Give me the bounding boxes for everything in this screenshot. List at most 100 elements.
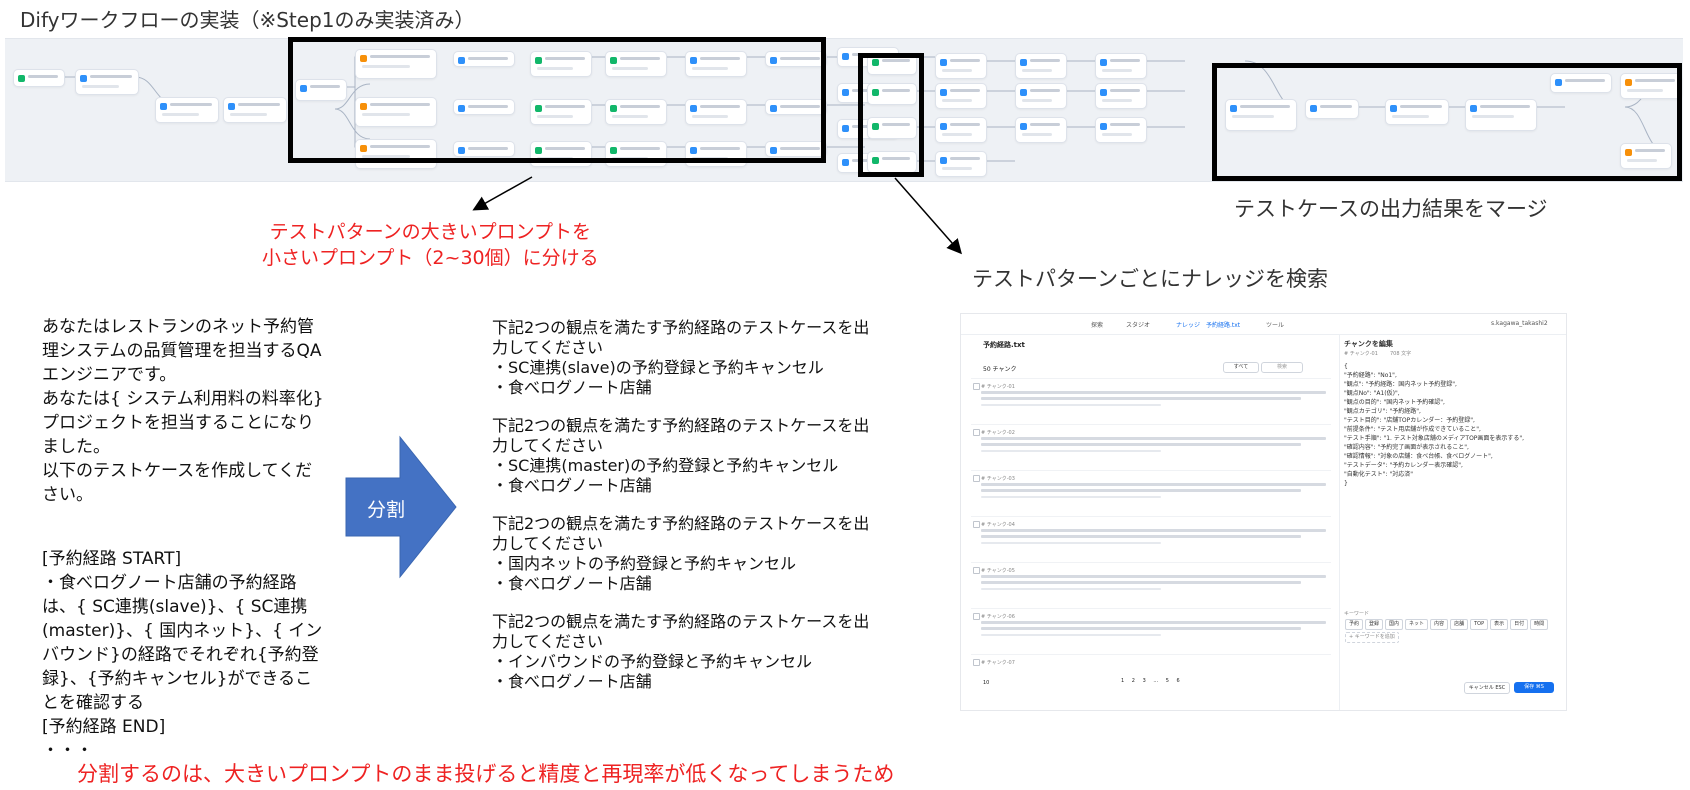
workflow-node	[1620, 73, 1682, 99]
small-prompt-header: 下記2つの観点を満たす予約経路のテストケースを出力してください	[492, 612, 870, 651]
chunk-row[interactable]: # チャンク-01	[971, 378, 1331, 413]
chunk-row[interactable]: # チャンク-07	[971, 654, 1331, 673]
callout-merge: テストケースの出力結果をマージ	[1234, 197, 1548, 221]
small-prompt-item: ・インバウンドの予約登録と予約キャンセル	[492, 652, 813, 671]
doc-title: 予約経路.txt	[983, 341, 1025, 349]
workflow-node	[1095, 83, 1147, 109]
nav-explore[interactable]: 探索	[1091, 322, 1104, 329]
chunk-row[interactable]: # チャンク-03	[971, 470, 1331, 505]
add-keyword-button[interactable]: + キーワードを追加	[1345, 632, 1399, 643]
callout-split-line1: テストパターンの大きいプロンプトを	[269, 221, 592, 243]
knowledge-topbar: 探索 スタジオ ナレッジ 予約経路.txt ツール s.kagawa_takas…	[961, 314, 1566, 335]
workflow-node	[75, 69, 139, 95]
workflow-node	[605, 99, 667, 125]
nav-knowledge[interactable]: ナレッジ	[1176, 322, 1201, 329]
user-name[interactable]: s.kagawa_takashi2	[1491, 320, 1548, 327]
panel-chars: 708 文字	[1390, 351, 1412, 357]
pagination[interactable]: 1 2 3 ... 5 6	[1121, 678, 1180, 684]
save-button[interactable]: 保存 ⌘S	[1514, 682, 1554, 693]
filter-select[interactable]: すべて	[1223, 362, 1259, 373]
chunk-list-panel: 予約経路.txt 50 チャンク すべて 検索 # チャンク-01 # チャンク…	[961, 334, 1336, 710]
workflow-node	[223, 97, 287, 123]
workflow-node	[1225, 99, 1297, 131]
highlight-split-box	[288, 37, 826, 163]
small-prompts: 下記2つの観点を満たす予約経路のテストケースを出力してください ・SC連携(sl…	[492, 318, 872, 710]
workflow-canvas	[5, 37, 1683, 182]
workflow-node	[453, 99, 515, 115]
page-size[interactable]: 10	[983, 680, 990, 686]
big-prompt-line: 以下のテストケースを作成してください。	[42, 461, 313, 505]
small-prompt: 下記2つの観点を満たす予約経路のテストケースを出力してください ・SC連携(ma…	[492, 416, 872, 496]
small-prompt: 下記2つの観点を満たす予約経路のテストケースを出力してください ・インバウンドの…	[492, 612, 872, 692]
workflow-node	[1015, 117, 1067, 143]
workflow-node	[765, 99, 827, 115]
workflow-node	[1385, 99, 1449, 125]
callout-split: テストパターンの大きいプロンプトを 小さいプロンプト（2~30個）に分ける	[262, 219, 599, 271]
workflow-node	[605, 51, 667, 77]
workflow-node	[1015, 83, 1067, 109]
small-prompt-item: ・食べログノート店舗	[492, 574, 652, 593]
small-prompt-header: 下記2つの観点を満たす予約経路のテストケースを出力してください	[492, 318, 870, 357]
chunk-search-input[interactable]: 検索	[1261, 362, 1303, 373]
nav-doc[interactable]: 予約経路.txt	[1206, 322, 1241, 329]
big-prompt-block-line: [予約経路 START]	[42, 549, 182, 569]
workflow-node	[867, 117, 917, 139]
small-prompt-header: 下記2つの観点を満たす予約経路のテストケースを出力してください	[492, 416, 870, 455]
nav-studio[interactable]: スタジオ	[1126, 322, 1151, 329]
chunk-row[interactable]: # チャンク-06	[971, 608, 1331, 643]
workflow-node	[765, 141, 827, 157]
callout-search: テストパターンごとにナレッジを検索	[972, 267, 1328, 291]
chunk-edit-panel: チャンクを編集 # チャンク-01 708 文字 { "予約経路": "No1"…	[1339, 334, 1566, 710]
workflow-node	[155, 97, 219, 123]
workflow-node	[935, 151, 987, 177]
workflow-node	[13, 69, 65, 87]
workflow-node	[1305, 99, 1359, 119]
workflow-node	[355, 49, 437, 79]
workflow-node	[1550, 73, 1612, 93]
small-prompt: 下記2つの観点を満たす予約経路のテストケースを出力してください ・SC連携(sl…	[492, 318, 872, 398]
workflow-node	[355, 139, 437, 169]
workflow-node	[1465, 99, 1537, 131]
arrow-to-split	[472, 176, 533, 211]
small-prompt-header: 下記2つの観点を満たす予約経路のテストケースを出力してください	[492, 514, 870, 553]
big-prompt-block-line: [予約経路 END]	[42, 717, 166, 737]
workflow-node	[1095, 117, 1147, 143]
small-prompt-item: ・食べログノート店舗	[492, 378, 652, 397]
chunk-row[interactable]: # チャンク-05	[971, 562, 1331, 597]
workflow-node	[1620, 143, 1672, 169]
panel-title: チャンクを編集	[1344, 340, 1393, 348]
panel-content[interactable]: { "予約経路": "No1", "観点": "予約経路：国内ネット予約登録",…	[1344, 363, 1525, 487]
page-title: Difyワークフローの実装（※Step1のみ実装済み）	[20, 8, 475, 32]
small-prompt-item: ・食べログノート店舗	[492, 476, 652, 495]
big-prompt-line: あなたは{ システム利用料の料率化}プロジェクトを担当することになりました。	[42, 389, 324, 457]
workflow-node	[935, 83, 987, 109]
highlight-merge-box	[1212, 63, 1682, 181]
big-prompt-line: あなたはレストランのネット予約管理システムの品質管理を担当するQAエンジニアです…	[42, 317, 322, 385]
keyword-label: キーワード	[1344, 611, 1370, 617]
big-prompt-block-line: ・・・	[42, 741, 93, 761]
workflow-node	[355, 97, 437, 127]
split-arrow-label: 分割	[367, 499, 406, 521]
panel-sub: # チャンク-01	[1344, 351, 1378, 357]
arrow-to-search	[894, 177, 962, 255]
workflow-node	[765, 51, 827, 67]
chunk-row[interactable]: # チャンク-04	[971, 516, 1331, 551]
chunk-row[interactable]: # チャンク-02	[971, 424, 1331, 459]
small-prompt-item: ・国内ネットの予約登録と予約キャンセル	[492, 554, 797, 573]
workflow-node	[935, 117, 987, 143]
workflow-node	[867, 83, 917, 105]
chunk-count: 50 チャンク	[983, 366, 1017, 373]
small-prompt: 下記2つの観点を満たす予約経路のテストケースを出力してください ・国内ネットの予…	[492, 514, 872, 594]
cancel-button[interactable]: キャンセル ESC	[1464, 682, 1510, 694]
small-prompt-item: ・SC連携(master)の予約登録と予約キャンセル	[492, 456, 839, 475]
small-prompt-item: ・食べログノート店舗	[492, 672, 652, 691]
small-prompt-item: ・SC連携(slave)の予約登録と予約キャンセル	[492, 358, 824, 377]
workflow-node	[935, 53, 987, 79]
nav-tools[interactable]: ツール	[1266, 322, 1285, 329]
workflow-node	[1095, 53, 1147, 79]
big-prompt: あなたはレストランのネット予約管理システムの品質管理を担当するQAエンジニアです…	[42, 315, 327, 763]
bottom-note: 分割するのは、大きいプロンプトのまま投げると精度と再現率が低くなってしまうため	[77, 762, 895, 786]
workflow-node	[530, 99, 592, 125]
